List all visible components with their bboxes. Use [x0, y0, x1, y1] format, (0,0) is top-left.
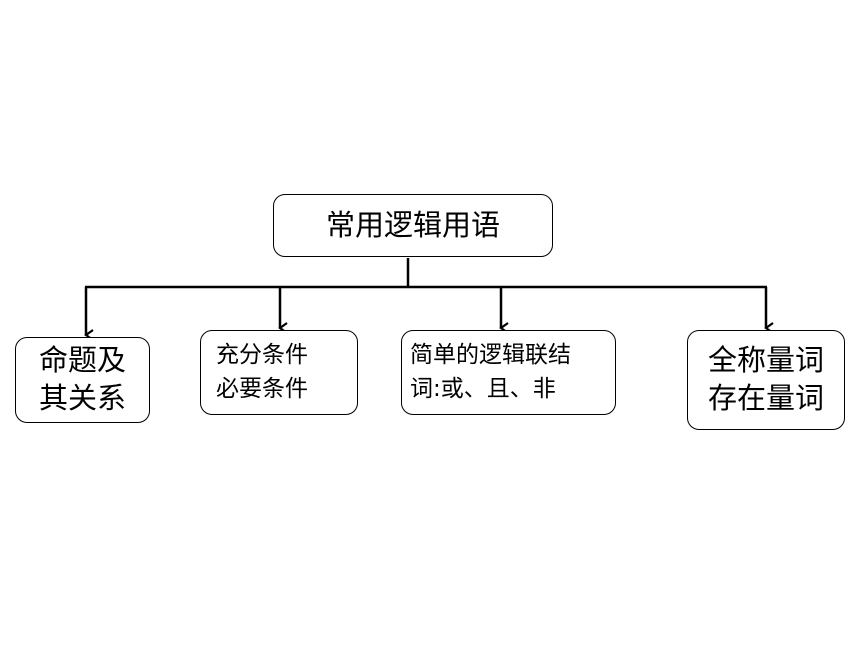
child-node-logical-connectives: 简单的逻辑联结 词:或、且、非 [401, 330, 616, 415]
child-node-line: 必要条件 [216, 375, 308, 402]
child-node-line: 命题及 [38, 343, 126, 378]
child-node-line: 全称量词 [707, 343, 824, 378]
child-node-line: 充分条件 [216, 342, 308, 369]
child-node-line: 存在量词 [707, 381, 824, 415]
root-node-label: 常用逻辑用语 [325, 207, 500, 242]
child-node-line: 其关系 [38, 381, 126, 415]
child-node-quantifiers: 全称量词 存在量词 [687, 330, 845, 430]
child-node-propositions: 命题及 其关系 [15, 337, 150, 423]
child-node-line: 词:或、且、非 [410, 375, 556, 402]
child-node-conditions: 充分条件 必要条件 [200, 330, 358, 415]
root-node: 常用逻辑用语 [273, 194, 553, 257]
child-node-line: 简单的逻辑联结 [410, 342, 571, 369]
